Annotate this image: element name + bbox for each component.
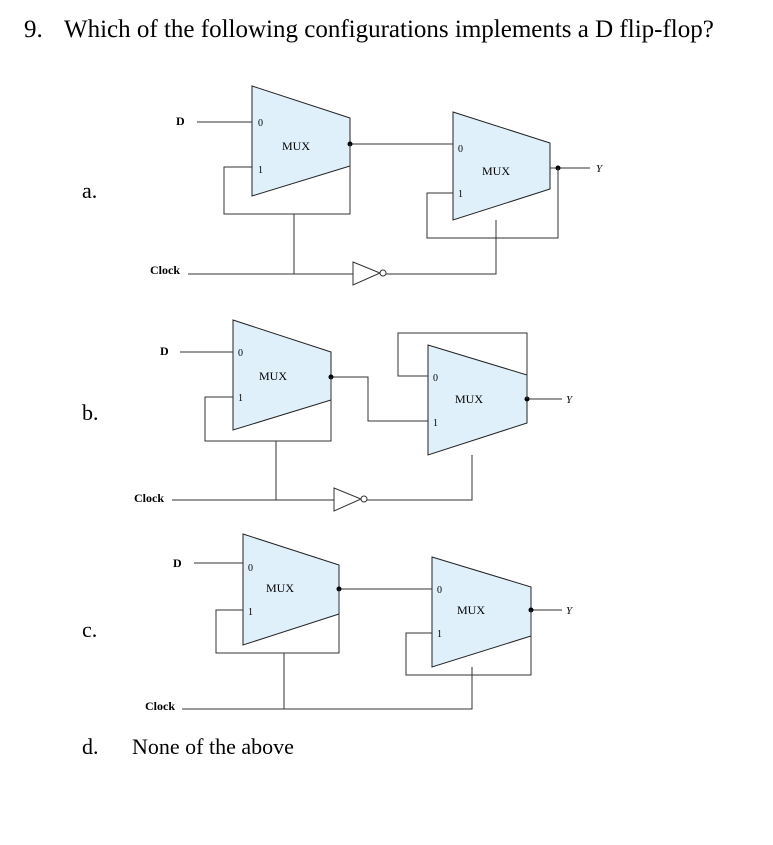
circuit-c-feedback-2 — [405, 610, 532, 676]
circuit-b-mux-1-label: MUX — [259, 369, 287, 383]
circuit-c-y-label: Y — [566, 605, 574, 617]
circuit-a-inverter-bubble — [379, 269, 387, 277]
circuit-a-feedback-1 — [223, 144, 351, 215]
circuit-c-mux-1-pin1: 1 — [248, 607, 253, 618]
circuit-b-mux-1-pin0: 0 — [238, 348, 243, 359]
circuit-b: D Clock MUX MUX 0 1 0 1 Y — [134, 319, 574, 512]
circuit-c-mux-2-label: MUX — [457, 603, 485, 617]
circuit-a: D Clock MUX MUX 0 1 0 1 Y — [150, 85, 604, 286]
circuit-a-clock-label: Clock — [150, 263, 180, 277]
circuit-b-mux-2-label: MUX — [455, 392, 483, 406]
circuit-a-mux-1-pin1: 1 — [258, 165, 263, 176]
circuit-a-d-label: D — [176, 114, 185, 128]
circuit-c-clock-label: Clock — [145, 699, 175, 713]
option-d-letter[interactable]: d. — [82, 734, 99, 759]
circuit-a-feedback-2 — [426, 168, 559, 239]
circuit-c-mux-1-label: MUX — [266, 581, 294, 595]
circuit-c-mux-2-pin0: 0 — [437, 585, 442, 596]
circuit-c-mux-1-pin0: 0 — [248, 563, 253, 574]
circuit-b-clock-label: Clock — [134, 491, 164, 505]
circuit-b-d-label: D — [160, 344, 169, 358]
circuit-b-inverter — [333, 487, 363, 512]
option-b-letter[interactable]: b. — [82, 400, 99, 425]
circuit-a-mux-2 — [452, 111, 551, 221]
circuit-b-inverter-bubble — [360, 495, 368, 503]
circuit-b-mux-2-pin0: 0 — [433, 373, 438, 384]
circuit-c-feedback-1 — [215, 589, 340, 654]
circuit-b-inverted-clock-wire — [367, 455, 473, 501]
circuit-b-mux-1-pin1: 1 — [238, 393, 243, 404]
circuit-a-mux-1-label: MUX — [282, 139, 310, 153]
circuit-b-mux1-output-wire — [331, 376, 428, 422]
question-prompt: Which of the following configurations im… — [64, 16, 714, 43]
circuit-b-feedback-1 — [204, 377, 332, 442]
circuit-b-mux-2 — [427, 344, 528, 456]
circuit-a-y-label: Y — [596, 163, 604, 175]
circuit-a-mux-2-pin1: 1 — [458, 189, 463, 200]
option-d-text[interactable]: None of the above — [132, 734, 294, 759]
circuit-c-mux-2-pin1: 1 — [437, 629, 442, 640]
circuit-a-mux-2-label: MUX — [482, 164, 510, 178]
circuit-a-inverted-clock-wire — [386, 220, 497, 275]
question-number: 9. — [24, 16, 43, 43]
circuit-a-mux-2-pin0: 0 — [458, 144, 463, 155]
circuit-c-d-label: D — [173, 556, 182, 570]
circuit-a-mux-1-pin0: 0 — [258, 118, 263, 129]
circuit-a-inverter — [352, 261, 382, 286]
option-a-letter[interactable]: a. — [82, 178, 98, 203]
option-c-letter[interactable]: c. — [82, 617, 98, 642]
circuit-c-clock-wire — [182, 667, 473, 710]
question-text: 9. Which of the following configurations … — [24, 16, 714, 44]
circuit-b-y-label: Y — [566, 394, 574, 406]
circuit-b-mux-2-pin1: 1 — [433, 418, 438, 429]
circuit-b-feedback-2 — [397, 332, 528, 399]
circuit-c: D Clock MUX MUX 0 1 0 1 Y — [145, 533, 574, 713]
